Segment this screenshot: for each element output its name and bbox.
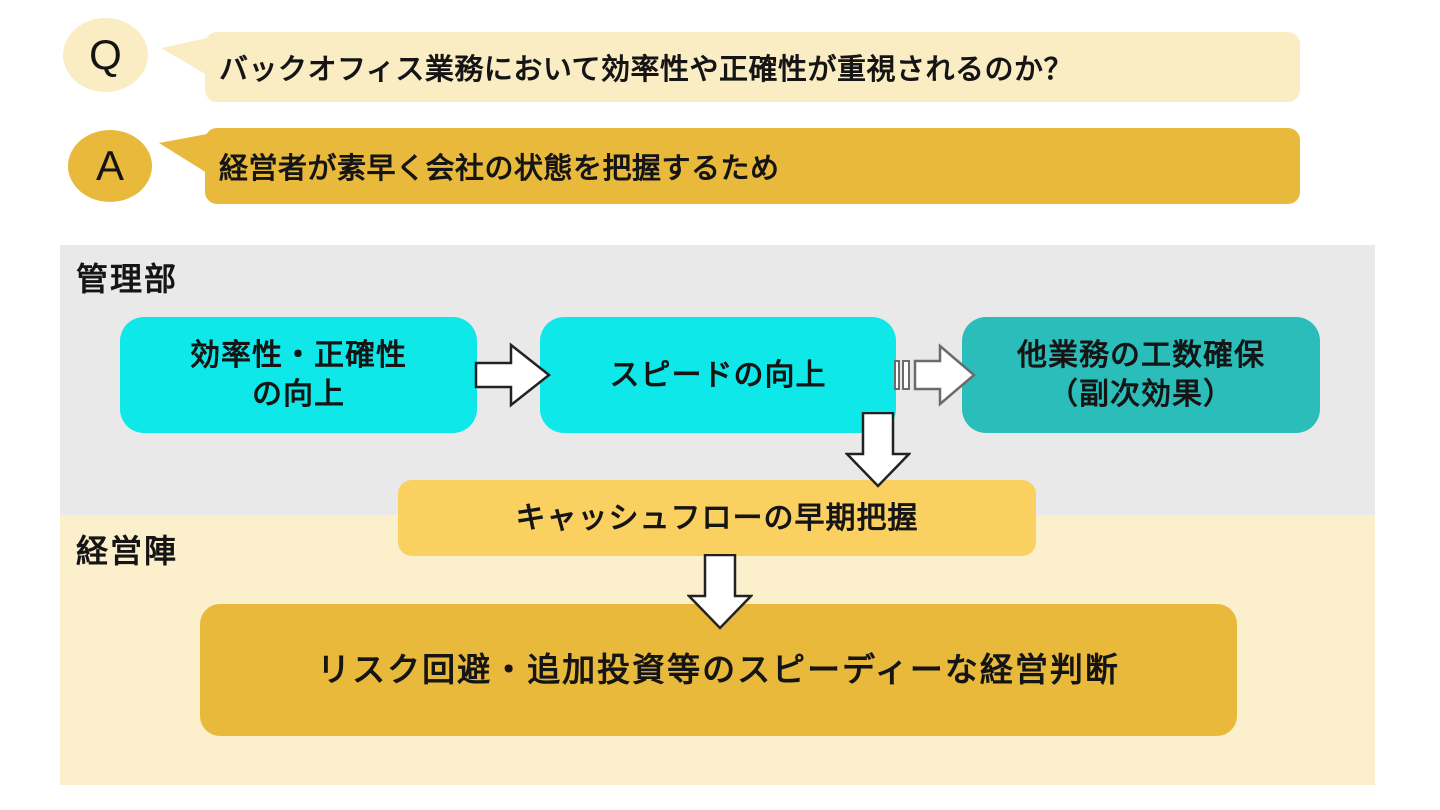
answer-text: 経営者が素早く会社の状態を把握するため: [219, 153, 780, 185]
box-cashflow-grasp: キャッシュフローの早期把握: [398, 480, 1036, 556]
box-speed-text: スピードの向上: [609, 358, 827, 392]
executive-section-label: 経営陣: [76, 533, 179, 569]
box-side-effect-line2: （副次効果）: [1048, 378, 1234, 411]
box-side-effect: 他業務の工数確保 （副次効果）: [962, 317, 1320, 433]
striped-right-arrow-icon: [894, 343, 976, 407]
question-badge: Q: [63, 18, 148, 92]
answer-badge: A: [68, 130, 152, 202]
box-efficiency-line1: 効率性・正確性: [190, 339, 407, 372]
answer-badge-letter: A: [95, 142, 124, 189]
right-arrow-icon: [474, 342, 552, 408]
question-bubble-tail-icon: [161, 38, 207, 75]
question-badge-letter: Q: [89, 31, 122, 78]
box-cashflow-text: キャッシュフローの早期把握: [515, 501, 919, 535]
question-text: バックオフィス業務において効率性や正確性が重視されるのか？: [219, 54, 1074, 86]
management-section-label: 管理部: [76, 261, 179, 297]
box-efficiency-accuracy: 効率性・正確性 の向上: [120, 317, 477, 433]
question-bubble: バックオフィス業務において効率性や正確性が重視されるのか？: [205, 32, 1300, 102]
answer-bubble: 経営者が素早く会社の状態を把握するため: [205, 128, 1300, 204]
box-efficiency-line2: の向上: [252, 378, 345, 411]
box-speed-improvement: スピードの向上: [540, 317, 896, 433]
box-decision-text: リスク回避・追加投資等のスピーディーな経営判断: [317, 650, 1120, 688]
answer-bubble-tail-icon: [159, 134, 207, 173]
down-arrow-icon: [845, 412, 911, 488]
down-arrow-icon: [687, 554, 753, 630]
box-side-effect-line1: 他業務の工数確保: [1017, 339, 1265, 372]
box-management-decision: リスク回避・追加投資等のスピーディーな経営判断: [200, 604, 1237, 736]
